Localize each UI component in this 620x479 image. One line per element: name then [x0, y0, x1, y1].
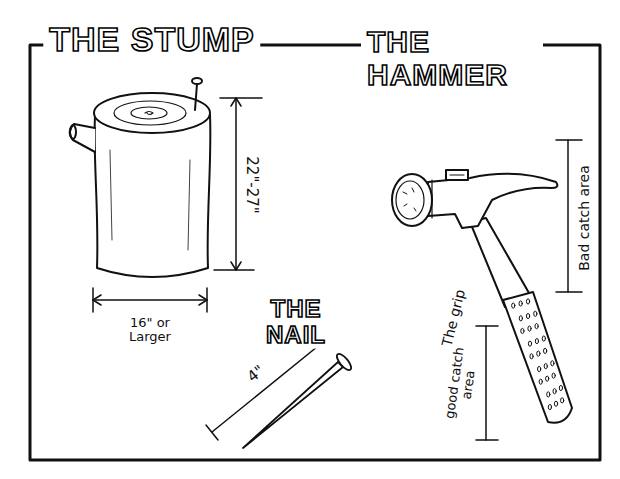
- grip-dot: [539, 379, 542, 384]
- grip-dot: [526, 313, 529, 318]
- stump-nail: [192, 78, 202, 110]
- stump-title: THE STUMP: [43, 21, 260, 58]
- grip-dot: [561, 398, 564, 403]
- grip-dot: [535, 338, 538, 343]
- grip-dot: [548, 404, 551, 409]
- width-dimension-label: 16" or Larger: [114, 316, 186, 345]
- grip-dot: [521, 328, 524, 333]
- grip-dot: [538, 366, 541, 371]
- grip-dot: [526, 299, 529, 304]
- frame: [30, 45, 600, 460]
- grip-dot: [534, 311, 537, 316]
- nail: [243, 352, 353, 448]
- nail-length-label: 4": [244, 362, 267, 385]
- grip-dot: [535, 324, 538, 329]
- nail-title: THE NAIL: [250, 296, 342, 349]
- grip-dot: [553, 389, 556, 394]
- grip-dot: [512, 303, 515, 308]
- grip-dot: [547, 392, 550, 397]
- height-dimension: [214, 98, 262, 270]
- grip-dot: [544, 364, 547, 369]
- grip-dot: [546, 376, 549, 381]
- grip-dot: [519, 301, 522, 306]
- grip-dot: [537, 351, 540, 356]
- hammer-title: THE HAMMER: [361, 25, 543, 91]
- good-catch-dimension: [476, 326, 498, 440]
- grip-dot: [528, 341, 531, 346]
- grip-dots: [512, 299, 564, 410]
- bad-catch-label: Bad catch area: [577, 165, 592, 271]
- grip-dot: [554, 401, 557, 406]
- grip-dot: [544, 348, 547, 353]
- grip-dot: [542, 336, 545, 341]
- width-dimension: [93, 288, 207, 312]
- grip-dot: [552, 373, 555, 378]
- grip-dot: [530, 354, 533, 359]
- grip-label: The grip: [440, 288, 469, 348]
- grip-dot: [551, 361, 554, 366]
- hammer: [392, 170, 572, 423]
- grip-dot: [559, 385, 562, 390]
- grip-dot: [519, 316, 522, 321]
- grip-dot: [528, 326, 531, 331]
- good-catch-label: good catch area: [443, 345, 482, 422]
- height-dimension-label: 22"-27": [244, 156, 261, 213]
- stump: [70, 93, 211, 277]
